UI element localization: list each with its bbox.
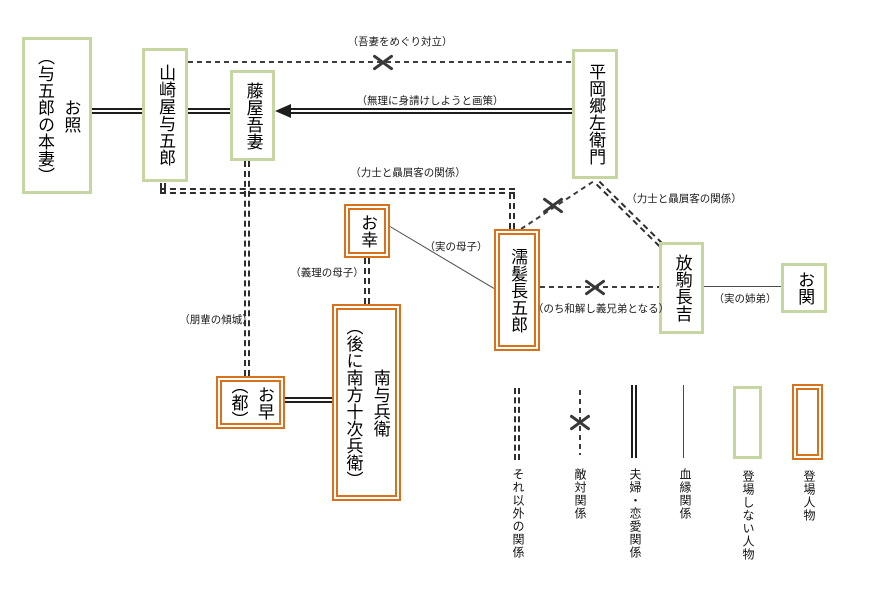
legend-label-couple: 夫婦・恋愛関係 <box>628 468 642 559</box>
person-box-oseki: お関 <box>781 263 827 313</box>
label-siblings: （実の姉弟） <box>713 293 777 305</box>
person-name: お照 （与五郎の本妻） <box>35 47 81 184</box>
scheme-arrow-shaft <box>289 108 572 114</box>
label-patron-right: （力士と贔屓客の関係） <box>626 193 742 205</box>
legend-blood-line-icon <box>683 385 684 458</box>
person-name: 南与兵衛 （後に南方十次兵衛） <box>343 317 390 488</box>
person-box-oteru: お照 （与五郎の本妻） <box>22 37 92 194</box>
x-mark-icon <box>569 411 591 433</box>
label-scheme: （無理に身請けしようと画策） <box>356 95 504 107</box>
person-box-hanakoma: 放駒長吉 <box>659 242 704 334</box>
person-name: 山崎屋与五郎 <box>156 64 176 166</box>
legend-label-blood: 血縁関係 <box>678 468 692 520</box>
legend-other-line-icon <box>514 388 520 460</box>
legend-label-other: それ以外の関係 <box>511 468 525 559</box>
legend-label-hostile: 敵対関係 <box>573 468 587 520</box>
couple-line-ohaya-yohei <box>285 397 332 403</box>
person-name: 放駒長吉 <box>672 254 692 322</box>
blood-line-okou-nuregami <box>389 226 495 289</box>
label-real-mother: （実の母子） <box>424 241 488 253</box>
person-name: 濡髪長五郎 <box>508 247 528 333</box>
label-rivalry: （吾妻をめぐり対立） <box>347 36 453 48</box>
label-courtesan: （朋輩の傾城） <box>179 314 253 326</box>
person-box-ohaya: お早 （都） <box>216 376 285 429</box>
person-box-azuma: 藤屋吾妻 <box>230 70 275 161</box>
other-line-azuma-ohaya <box>244 161 250 376</box>
person-name: お幸 <box>358 214 378 248</box>
person-box-yohei: 南与兵衛 （後に南方十次兵衛） <box>332 304 401 501</box>
person-box-okou: お幸 <box>344 204 390 258</box>
label-foster-mother: （義理の母子） <box>290 267 364 279</box>
person-name: お早 （都） <box>228 377 274 428</box>
legend-label-present: 登場人物 <box>802 470 816 522</box>
person-name: 平岡郷左衛門 <box>586 63 606 165</box>
legend-present-box-icon <box>792 384 823 460</box>
other-line-yogoro-nuregami <box>160 188 515 194</box>
x-mark-icon <box>372 51 394 73</box>
label-patron-left: （力士と贔屓客の関係） <box>350 167 466 179</box>
person-box-yogoro: 山崎屋与五郎 <box>142 48 188 182</box>
person-box-hiraoka: 平岡郷左衛門 <box>572 49 618 179</box>
person-name: 藤屋吾妻 <box>243 81 263 150</box>
other-line-okou-yohei <box>364 258 370 304</box>
x-mark-icon <box>542 194 564 216</box>
blood-line-hanakoma-oseki <box>704 286 781 287</box>
person-name: お関 <box>795 271 815 305</box>
x-mark-icon <box>584 276 606 298</box>
legend-absent-box-icon <box>733 386 762 459</box>
legend-label-absent: 登場しない人物 <box>741 470 755 561</box>
arrowhead-icon <box>275 104 291 118</box>
label-reconcile: （のち和解し義兄弟となる） <box>532 303 670 315</box>
other-line-drop-nuregami <box>509 193 515 229</box>
legend-couple-line-icon <box>631 385 637 458</box>
couple-line-yogoro-azuma <box>188 108 230 114</box>
couple-line-oteru-yogoro <box>92 108 142 114</box>
person-box-nuregami: 濡髪長五郎 <box>494 229 540 351</box>
